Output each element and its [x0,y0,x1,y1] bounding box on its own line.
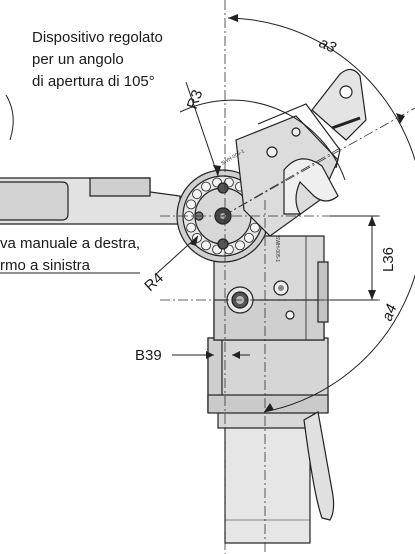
note-line-2: per un angolo [32,51,124,68]
lever-head [235,68,367,237]
annotation-note: Dispositivo regolato per un angolo di ap… [32,29,163,90]
side-note: va manuale a destra, rmo a sinistra [0,235,140,274]
dim-a4: a4 [379,302,401,323]
detent-ball [201,240,211,251]
dim-r3: R3 [184,88,207,112]
detent-ball [249,222,260,233]
detent-ball [235,240,245,251]
dim-b39: B39 [135,347,162,364]
detent-ball [186,199,197,210]
side-note-line-2: rmo a sinistra [0,257,91,274]
detent-ball [244,232,254,243]
part-marking-side: SWH-005-1 [274,236,280,262]
note-line-1: Dispositivo regolato [32,29,163,46]
lower-lever [303,411,335,521]
detent-ball [192,189,202,200]
dim-r4: R4 [141,270,167,295]
note-line-3: di apertura di 105° [32,73,155,90]
left-arm [0,94,181,225]
detent-ball [186,222,197,233]
side-note-line-1: va manuale a destra, [0,235,140,252]
arc-a4 [263,123,415,413]
clamp-block [213,235,329,341]
dim-l36: L36 [380,247,397,272]
dim-a3: a3 [316,34,339,57]
detent-ball [201,181,211,192]
arc-a3 [227,17,401,125]
arrowheads [190,14,405,412]
